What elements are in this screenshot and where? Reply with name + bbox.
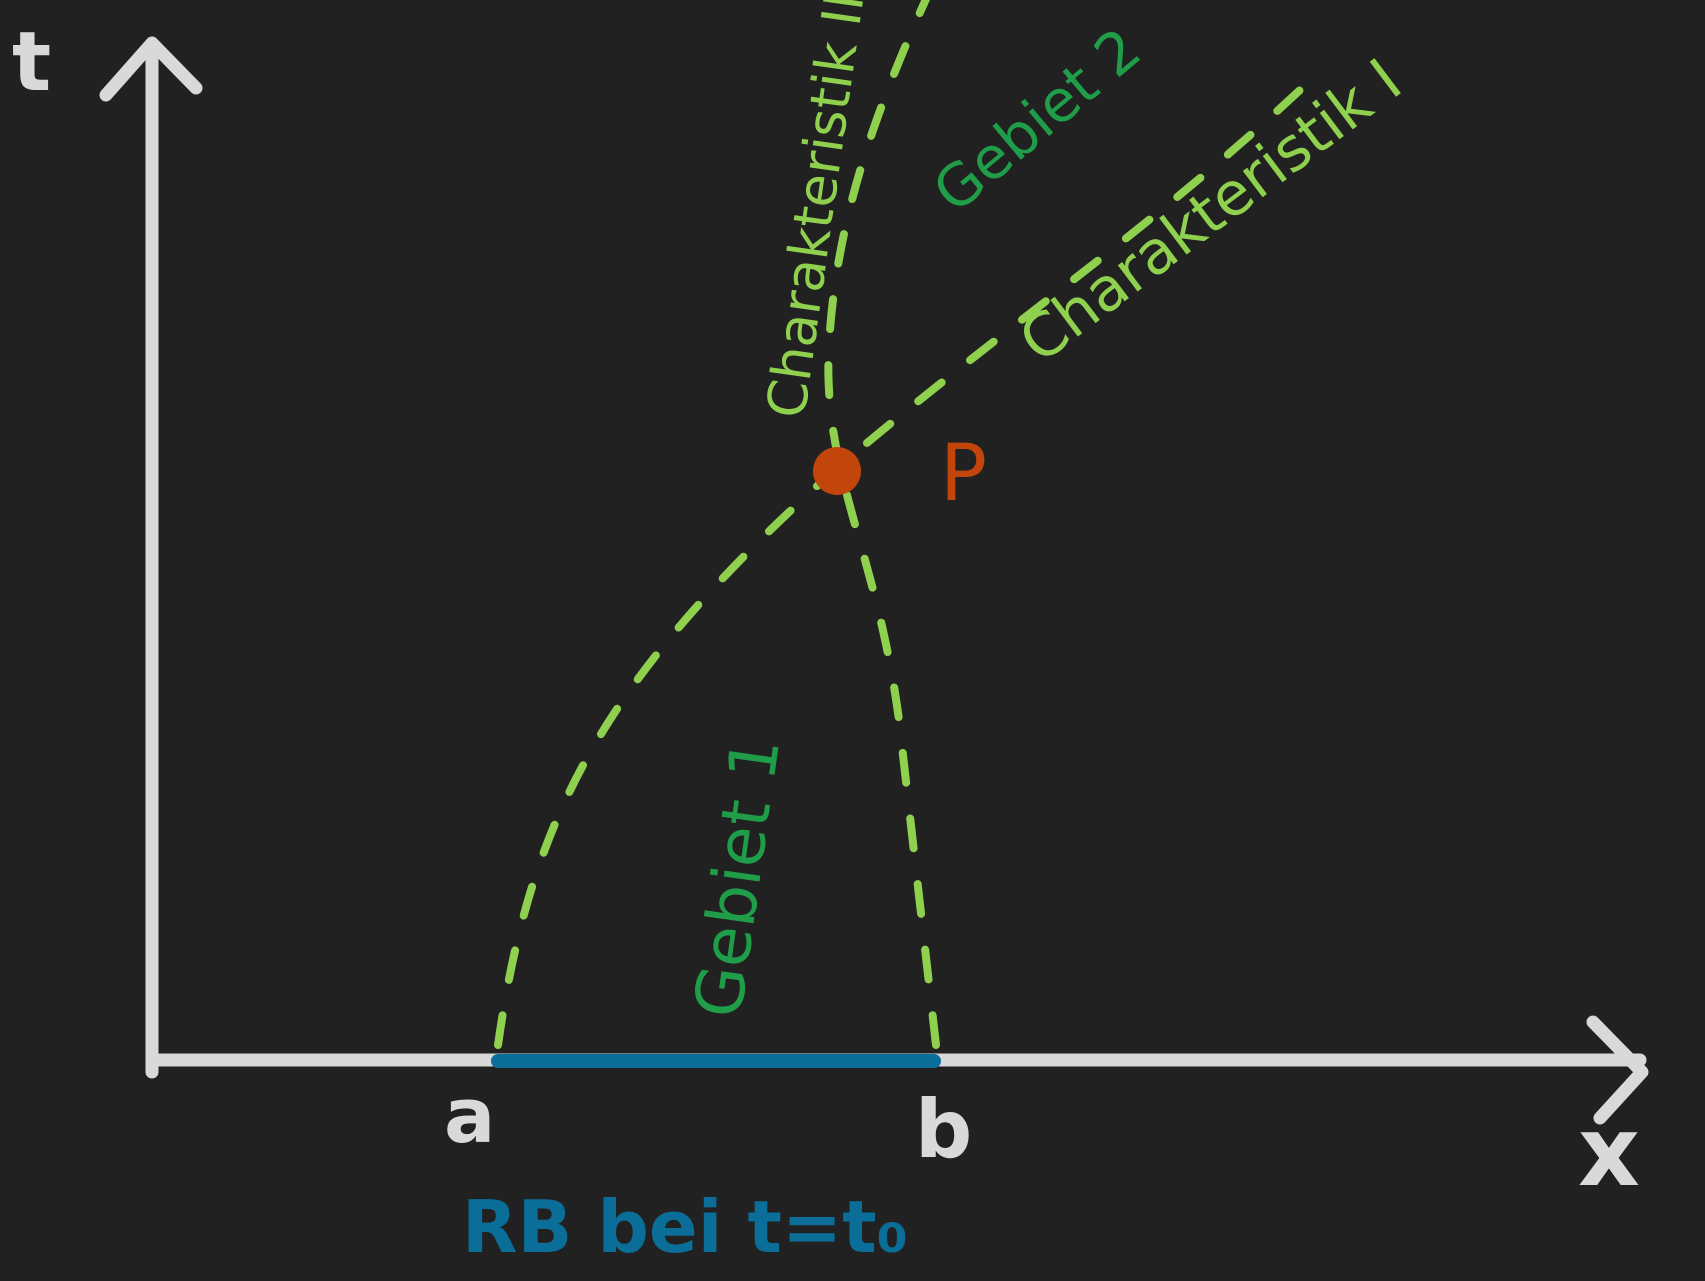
b-label: b (915, 1083, 972, 1176)
x-axis-label: x (1578, 1096, 1640, 1208)
point-p-label: P (940, 429, 987, 519)
region-1-label: Gebiet 1 (680, 733, 795, 1022)
t-axis-label: t (12, 15, 51, 110)
a-label: a (444, 1071, 495, 1160)
characteristic-2-label: Charakteristik II (754, 0, 876, 422)
characteristics (494, 0, 1304, 1049)
point-p-marker (813, 447, 861, 495)
boundary-condition-label: RB bei t=t₀ (462, 1185, 908, 1269)
region-2-label: Gebiet 2 (920, 15, 1153, 226)
x-axis-arrowhead (1586, 1015, 1649, 1125)
t-axis-arrowhead (99, 36, 203, 102)
